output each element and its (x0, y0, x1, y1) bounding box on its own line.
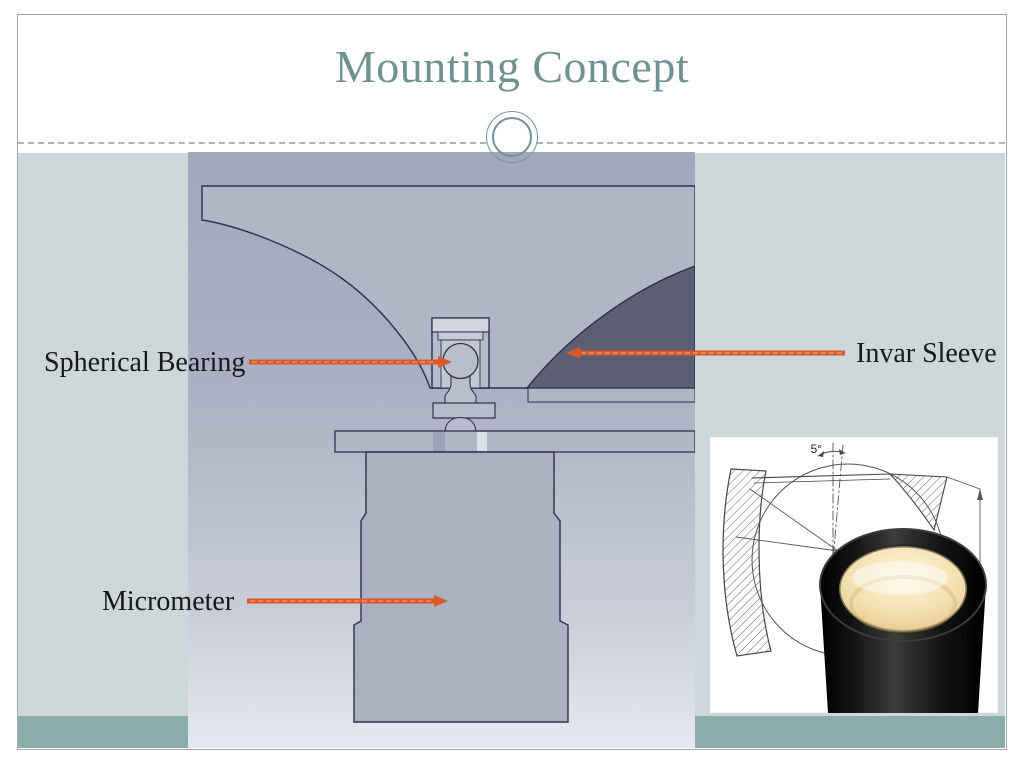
mirror-plate (201, 185, 696, 389)
circle-ornament-inner (492, 117, 532, 157)
sleeve-seat-step (527, 387, 696, 403)
bearing-ball (442, 342, 479, 380)
bushing-photo (819, 528, 987, 713)
callout-micrometer: Micrometer (102, 586, 235, 617)
adjuster-dome (444, 416, 477, 432)
title-divider-right (537, 142, 1005, 144)
bushing-bore (839, 546, 967, 632)
outer-race-hatched (722, 468, 772, 657)
angle-label: 5° (811, 442, 823, 456)
stage-plate-shadow (433, 432, 445, 451)
bearing-lid (437, 331, 484, 341)
bearing-inset-image: 5° (709, 436, 999, 714)
callout-invar-sleeve: Invar Sleeve (856, 338, 997, 369)
slide-title: Mounting Concept (334, 41, 690, 92)
stage-plate (334, 430, 696, 453)
micrometer-body (353, 451, 569, 723)
bearing-technical-drawing: 5° (722, 442, 983, 657)
callout-spherical-bearing: Spherical Bearing (44, 347, 246, 378)
cad-cross-section-svg (188, 152, 696, 748)
bearing-assembly (431, 317, 490, 404)
cad-cross-section-image (188, 152, 696, 748)
title-divider-left (18, 142, 486, 144)
bearing-inset-svg: 5° (709, 436, 999, 714)
stage-plate-highlight (477, 432, 487, 451)
circle-ornament-icon (486, 111, 538, 163)
bushing-sheen (852, 561, 948, 595)
outer-race-hatched-right (888, 473, 948, 532)
adjuster-bar (432, 402, 496, 419)
bearing-cap (431, 317, 490, 333)
bushing-rim (819, 528, 987, 642)
